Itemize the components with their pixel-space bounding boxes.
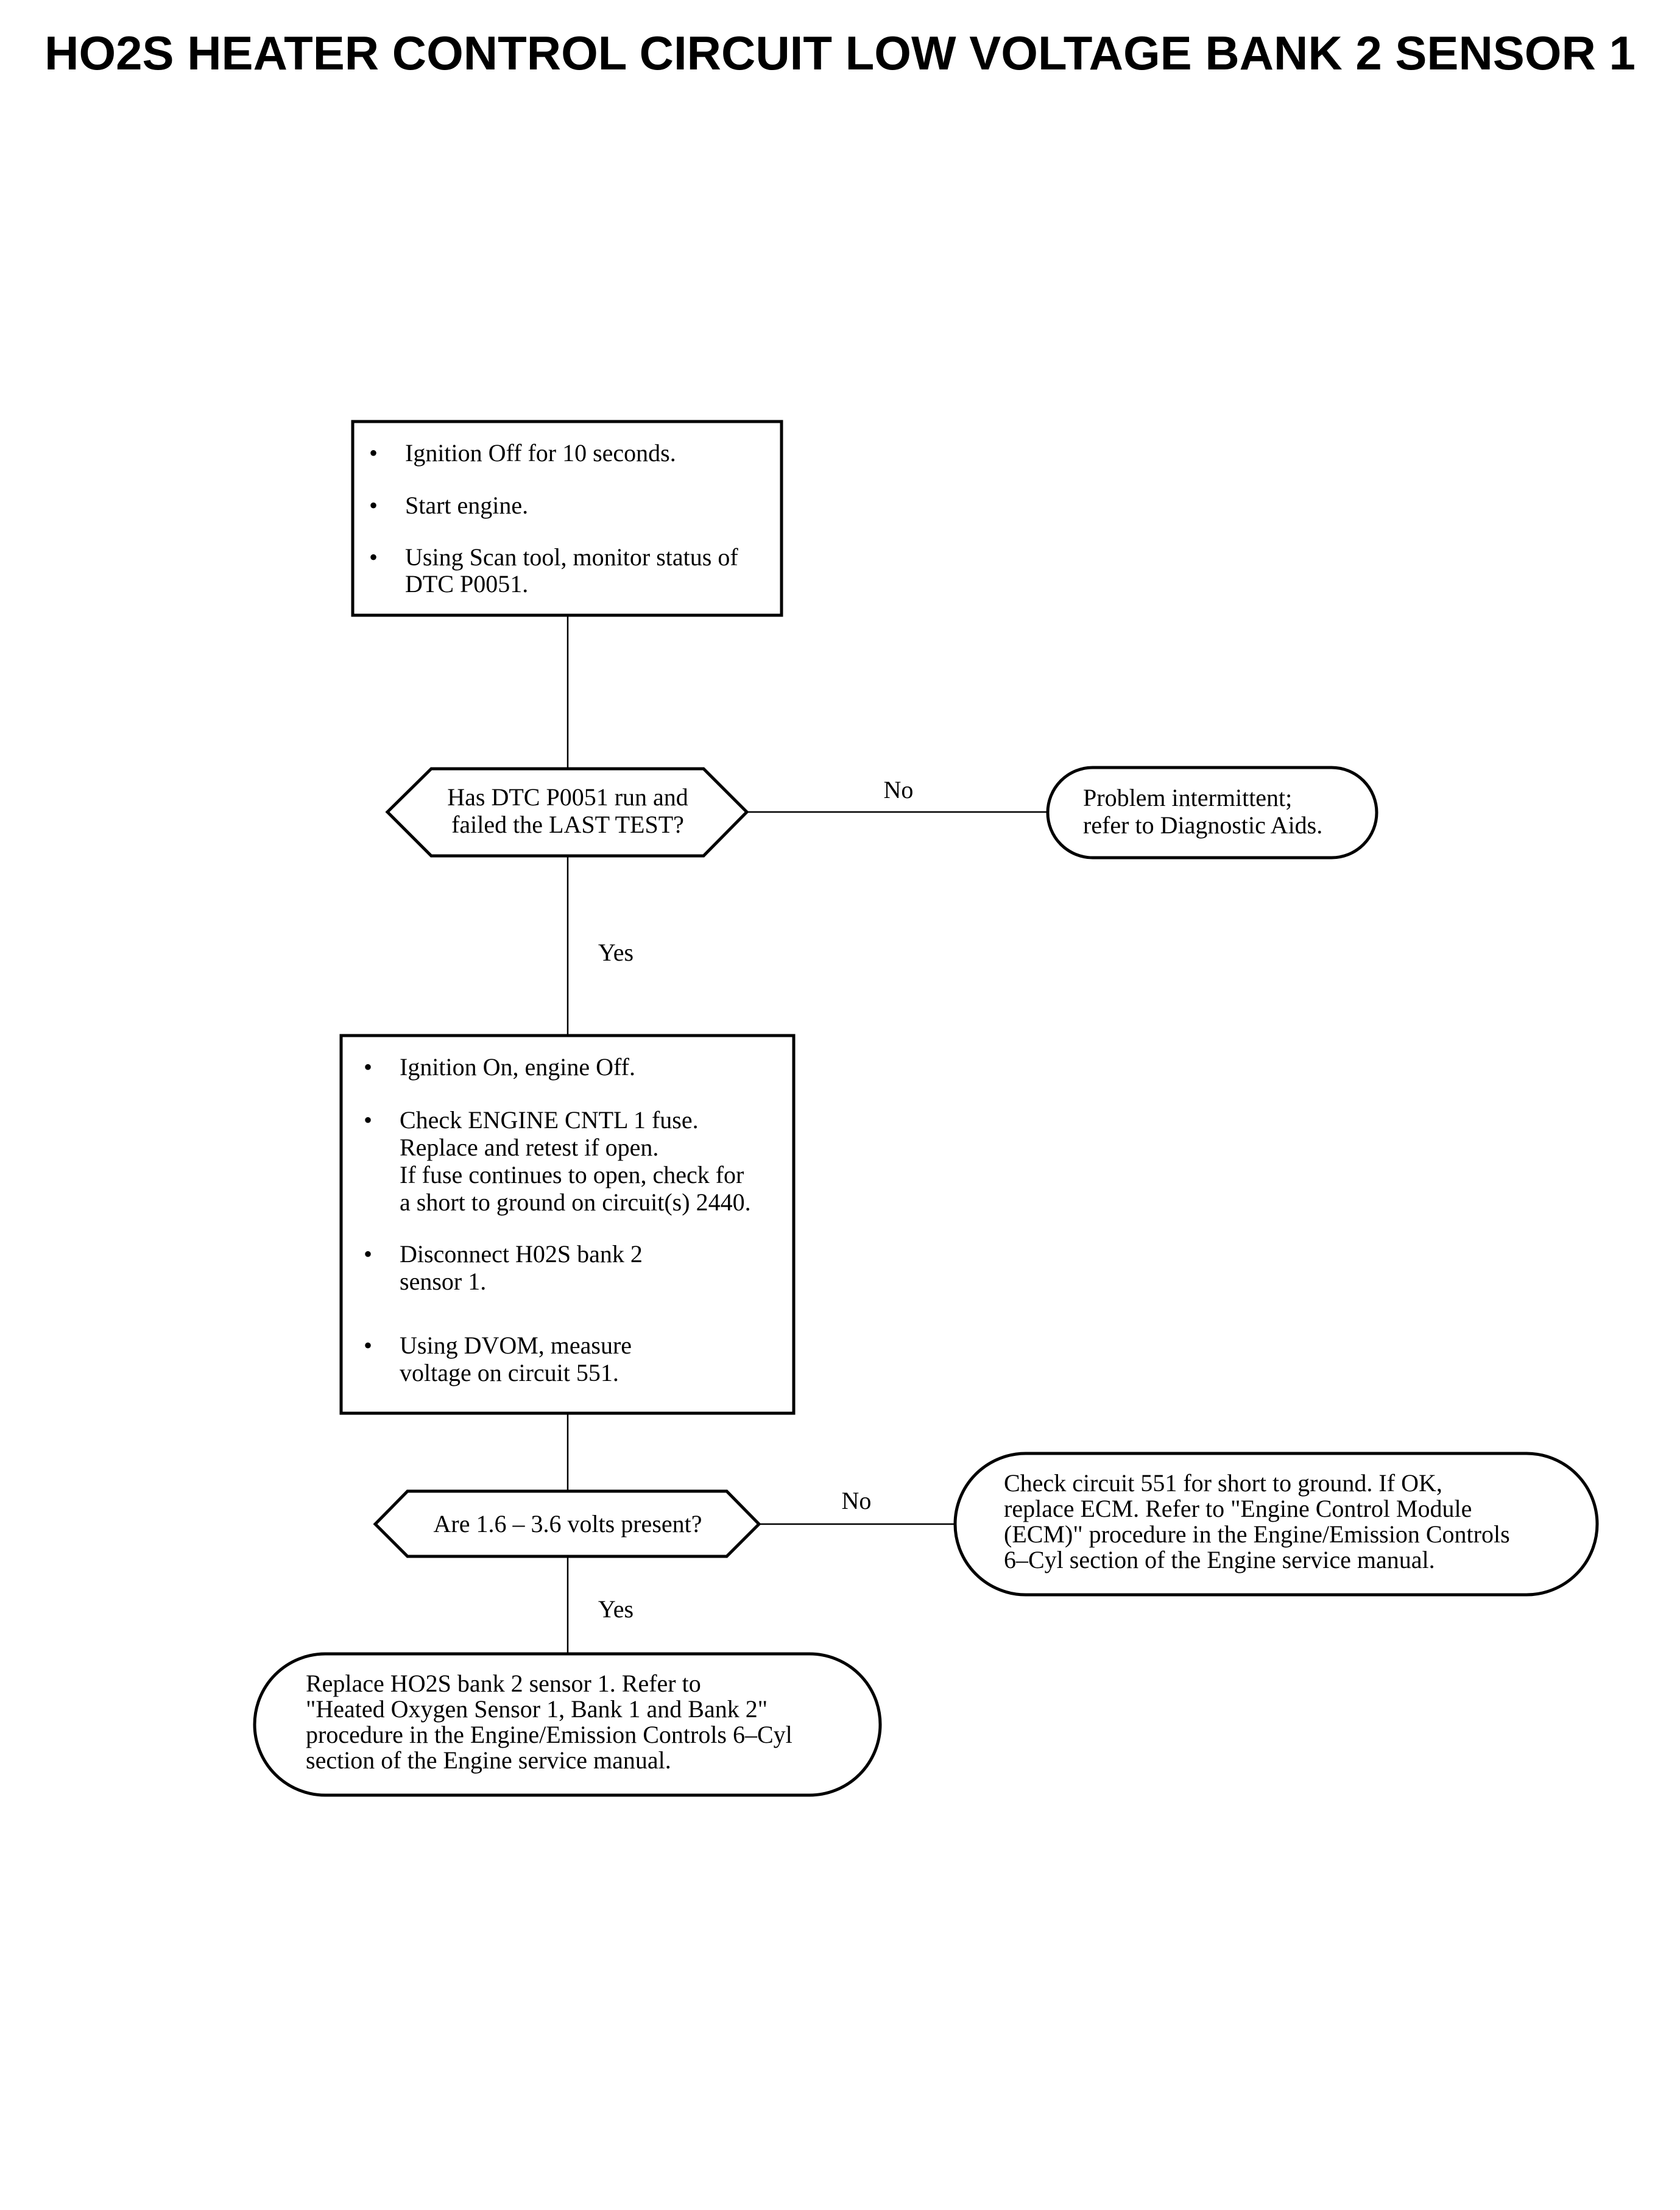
- box1-bullet-2: •: [369, 492, 378, 519]
- box2-bullet-2-line-3: If fuse continues to open, check for: [400, 1161, 744, 1188]
- outcome2-text-line-4: 6–Cyl section of the Engine service manu…: [1004, 1546, 1435, 1573]
- box1-bullet-1: •: [369, 439, 378, 467]
- outcome-3: Replace HO2S bank 2 sensor 1. Refer to"H…: [253, 1652, 882, 1797]
- decision-2-yes-label: Yes: [598, 1595, 634, 1623]
- step-box-1: • Ignition Off for 10 seconds. • Start engi…: [351, 420, 783, 617]
- decision-2-no-label: No: [842, 1487, 872, 1514]
- outcome-2-content: Check circuit 551 for short to ground. I…: [1004, 1469, 1510, 1573]
- outcome-1-text-line-2: refer to Diagnostic Aids.: [1083, 811, 1322, 839]
- outcome3-text-line-4: section of the Engine service manual.: [306, 1746, 671, 1774]
- box1-bullet-2-line-1: Start engine.: [405, 492, 528, 519]
- step-box-1-border: [351, 420, 783, 617]
- decision-2-hexagon: [373, 1489, 761, 1558]
- decision-2: Are 1.6 – 3.6 volts present? No Yes: [373, 1487, 872, 1623]
- outcome-1-terminal: [1046, 766, 1378, 860]
- decision-1-text-line-2: failed the LAST TEST?: [451, 811, 684, 838]
- box1-bullet-3-line-1: Using Scan tool, monitor status of: [405, 543, 738, 571]
- decision-1-no-label: No: [884, 776, 914, 803]
- box1-bullet-3: •: [369, 543, 378, 571]
- outcome-1: Problem intermittent; refer to Diagnosti…: [1046, 766, 1378, 860]
- box2-bullet-3-line-1: Disconnect H02S bank 2: [400, 1240, 643, 1268]
- box1-bullet-3-line-2: DTC P0051.: [405, 570, 528, 598]
- step-box-1-content: • Ignition Off for 10 seconds. • Start engi…: [369, 439, 738, 598]
- box1-bullet-1-line-1: Ignition Off for 10 seconds.: [405, 439, 676, 467]
- box2-bullet-2-line-1: Check ENGINE CNTL 1 fuse.: [400, 1106, 699, 1134]
- box2-bullet-2-line-2: Replace and retest if open.: [400, 1134, 658, 1161]
- box2-bullet-4: •: [364, 1332, 372, 1359]
- box2-bullet-1: •: [364, 1053, 372, 1081]
- decision-1-yes-label: Yes: [598, 939, 634, 966]
- outcome3-text-line-3: procedure in the Engine/Emission Control…: [306, 1721, 792, 1748]
- box2-bullet-4-line-1: Using DVOM, measure: [400, 1332, 632, 1359]
- outcome2-text-line-1: Check circuit 551 for short to ground. I…: [1004, 1469, 1442, 1497]
- outcome-2: Check circuit 551 for short to ground. I…: [953, 1452, 1599, 1597]
- step-box-2-border: [339, 1034, 796, 1415]
- outcome3-text-line-2: "Heated Oxygen Sensor 1, Bank 1 and Bank…: [306, 1695, 768, 1723]
- outcome-2-terminal: [953, 1452, 1599, 1597]
- outcome2-text-line-2: replace ECM. Refer to "Engine Control Mo…: [1004, 1495, 1472, 1522]
- decision-2-text-line-1: Are 1.6 – 3.6 volts present?: [433, 1510, 702, 1537]
- page-title: HO2S HEATER CONTROL CIRCUIT LOW VOLTAGE …: [44, 26, 1636, 80]
- step-box-2: • Ignition On, engine Off. • Check ENGINE C…: [339, 1034, 796, 1415]
- connectors: [566, 615, 1048, 1654]
- outcome2-text-line-3: (ECM)" procedure in the Engine/Emission …: [1004, 1520, 1510, 1548]
- outcome3-text-line-1: Replace HO2S bank 2 sensor 1. Refer to: [306, 1670, 701, 1697]
- decision-1-hexagon: [385, 767, 749, 858]
- step-box-2-content: • Ignition On, engine Off. • Check ENGINE C…: [364, 1053, 751, 1386]
- box2-bullet-3-line-2: sensor 1.: [400, 1268, 486, 1295]
- decision-1-text-line-1: Has DTC P0051 run and: [447, 783, 688, 811]
- box2-bullet-1-line-1: Ignition On, engine Off.: [400, 1053, 635, 1081]
- box2-bullet-2-line-4: a short to ground on circuit(s) 2440.: [400, 1188, 751, 1216]
- outcome-1-text-line-1: Problem intermittent;: [1083, 784, 1292, 811]
- box2-bullet-3: •: [364, 1240, 372, 1268]
- box2-bullet-4-line-2: voltage on circuit 551.: [400, 1359, 619, 1386]
- box2-bullet-2: •: [364, 1106, 372, 1134]
- outcome-3-terminal: [253, 1652, 882, 1797]
- decision-1: Has DTC P0051 run and failed the LAST TE…: [385, 767, 914, 966]
- outcome-3-content: Replace HO2S bank 2 sensor 1. Refer to"H…: [306, 1670, 792, 1774]
